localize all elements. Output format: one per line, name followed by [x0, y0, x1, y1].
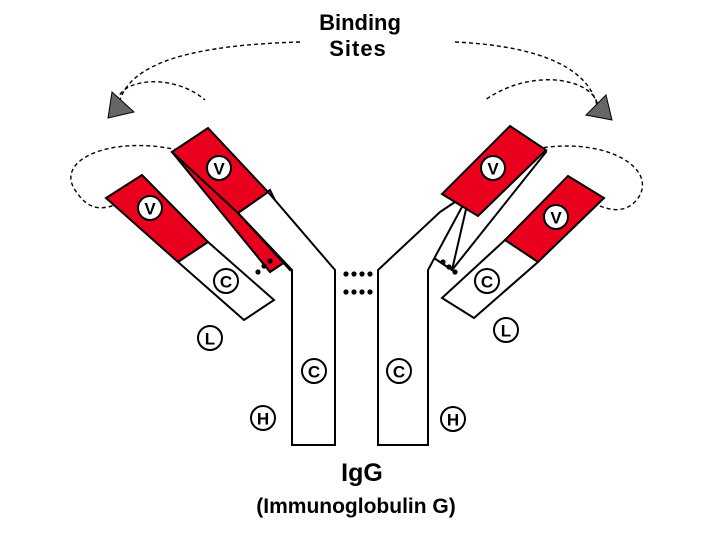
label-c-left-heavy: C: [301, 358, 327, 384]
igg-subtitle: (Immunoglobulin G): [256, 495, 455, 518]
label-c-left-light: C: [213, 268, 239, 294]
left-arrowhead: [107, 91, 136, 119]
svg-text:C: C: [481, 273, 493, 292]
label-v-left-light: V: [137, 195, 163, 221]
igg-title: IgG: [341, 459, 383, 487]
binding-sites-label-line1: Binding: [319, 10, 401, 35]
right-binding-arrows: [454, 41, 643, 211]
label-l-left: L: [197, 325, 223, 351]
svg-text:V: V: [144, 200, 156, 219]
svg-text:L: L: [205, 330, 215, 349]
right-arrowhead: [584, 94, 613, 121]
svg-text:V: V: [487, 160, 499, 179]
svg-text:C: C: [308, 363, 320, 382]
svg-text:C: C: [393, 363, 405, 382]
label-c-right-heavy: C: [386, 358, 412, 384]
label-v-left-heavy: V: [206, 155, 232, 181]
label-h-right: H: [440, 406, 466, 432]
label-l-right: L: [493, 317, 519, 343]
label-c-right-light: C: [474, 268, 500, 294]
label-h-left: H: [250, 405, 276, 431]
disulfide-bonds: [255, 258, 458, 295]
svg-text:V: V: [213, 160, 225, 179]
label-v-right-light: V: [543, 204, 569, 230]
svg-text:L: L: [501, 322, 511, 341]
left-binding-arrows: [70, 41, 301, 209]
svg-text:H: H: [447, 411, 459, 430]
svg-text:C: C: [220, 273, 232, 292]
label-v-right-heavy: V: [480, 155, 506, 181]
svg-text:H: H: [257, 410, 269, 429]
svg-text:V: V: [550, 209, 562, 228]
binding-sites-label-line2: Sites: [329, 36, 387, 61]
